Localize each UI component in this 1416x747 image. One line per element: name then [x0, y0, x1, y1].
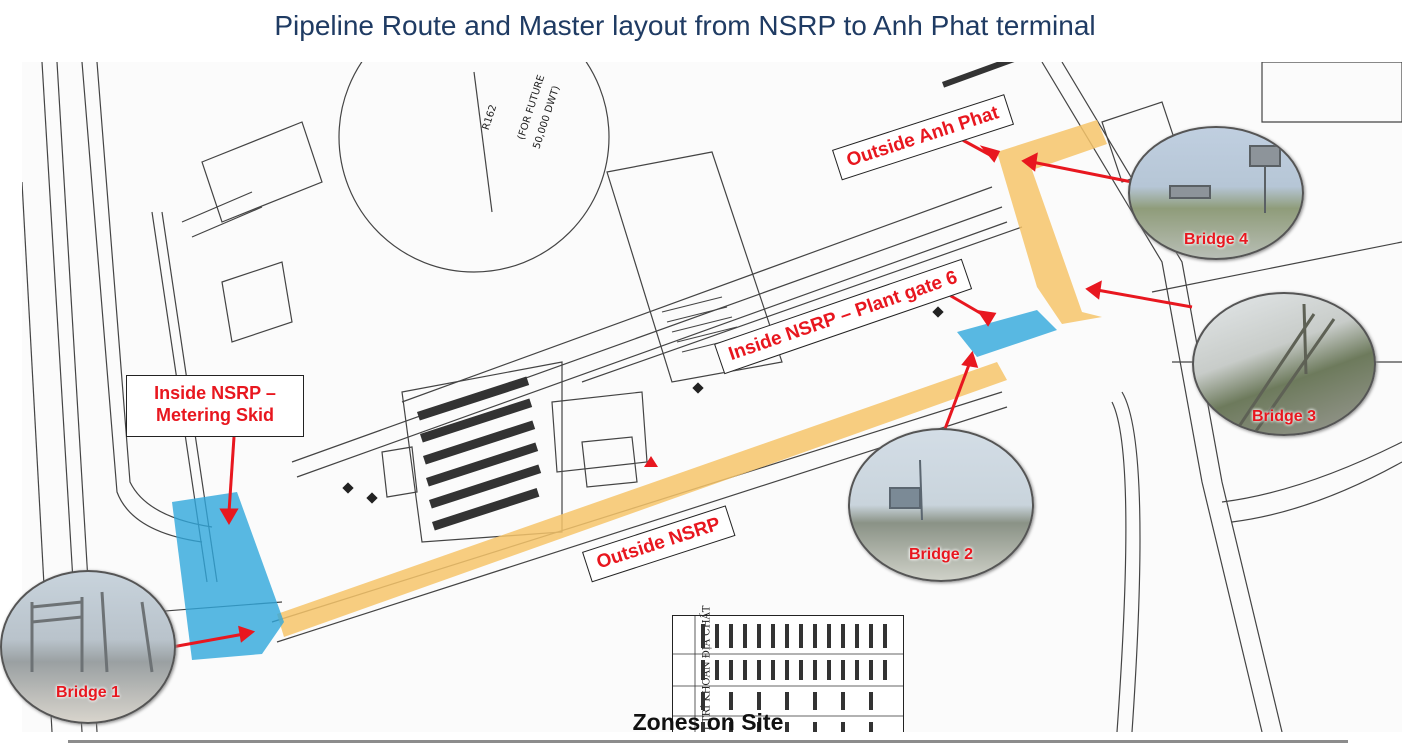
bridge-1-photo: Bridge 1 [0, 570, 176, 724]
bridge-3-photo: Bridge 3 [1192, 292, 1376, 436]
page-title: Pipeline Route and Master layout from NS… [274, 10, 1096, 41]
metering-label-line2: Metering Skid [155, 405, 275, 425]
bridge-2-structure [889, 459, 923, 521]
bridge-1-label: Bridge 1 [55, 684, 120, 701]
layout-linework [22, 62, 1402, 732]
bridge-1-structure [30, 591, 154, 673]
bridge-3-structure [1232, 303, 1336, 434]
borehole-table-grid [673, 616, 903, 732]
bridge-4-photo: Bridge 4 [1128, 126, 1304, 260]
footer-caption: Zones on Site [632, 709, 784, 735]
bridge-4-label: Bridge 4 [1183, 231, 1248, 248]
bridge-2-label: Bridge 2 [908, 546, 973, 563]
zone-label-inside-metering: Inside NSRP – Metering Skid [126, 375, 304, 437]
metering-label-line1: Inside NSRP – [154, 383, 276, 403]
bridge-3-label: Bridge 3 [1251, 408, 1316, 425]
bridge-4-structure [1169, 145, 1281, 213]
borehole-table: VỊ TRÍ KHOAN ĐỊA CHẤT [672, 606, 904, 732]
footer-divider [68, 740, 1348, 743]
bridge-2-photo: Bridge 2 [848, 428, 1034, 582]
